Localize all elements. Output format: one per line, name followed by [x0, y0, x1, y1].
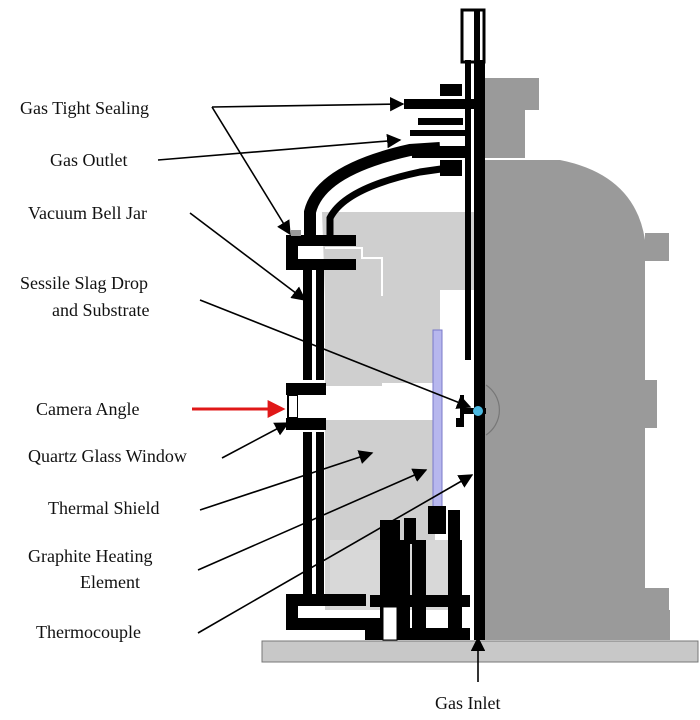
exterior-dome	[485, 160, 645, 610]
label-quartz-glass-window: Quartz Glass Window	[28, 446, 187, 466]
label-graphite-heating-line2: Element	[80, 572, 140, 592]
label-gas-inlet: Gas Inlet	[435, 693, 500, 713]
label-sessile-slag-drop-line2: and Substrate	[52, 300, 149, 320]
sessile-drop-assembly	[462, 384, 500, 436]
label-sessile-slag-drop-line1: Sessile Slag Drop	[20, 273, 148, 293]
shield-step-outline	[325, 247, 383, 296]
exterior-top-flange	[485, 78, 539, 110]
bell-jar	[303, 142, 449, 598]
labels: Gas Tight Sealing Gas Outlet Vacuum Bell…	[20, 98, 500, 713]
heating-element-clamp	[428, 506, 446, 534]
exterior-side-port	[645, 380, 657, 428]
gas-tight-seal-upper	[291, 230, 301, 236]
label-thermocouple: Thermocouple	[36, 622, 141, 642]
base-plate	[261, 640, 699, 663]
label-camera-angle: Camera Angle	[36, 399, 139, 419]
slag-drop	[473, 406, 483, 416]
exterior-base-flange	[485, 610, 670, 640]
label-thermal-shield: Thermal Shield	[48, 498, 159, 518]
camera-port	[286, 383, 460, 430]
label-gas-tight-sealing: Gas Tight Sealing	[20, 98, 149, 118]
thermocouple-gap	[382, 606, 398, 641]
central-tube	[456, 8, 486, 640]
label-gas-outlet: Gas Outlet	[50, 150, 127, 170]
leader-lines	[157, 97, 486, 682]
exterior-half	[485, 78, 670, 640]
graphite-heating-element	[432, 329, 443, 511]
exterior-upper-clamp	[645, 233, 669, 261]
label-vacuum-bell-jar: Vacuum Bell Jar	[28, 203, 147, 223]
exterior-neck	[485, 110, 525, 158]
left-clamps	[286, 235, 381, 630]
label-graphite-heating-line1: Graphite Heating	[28, 546, 152, 566]
